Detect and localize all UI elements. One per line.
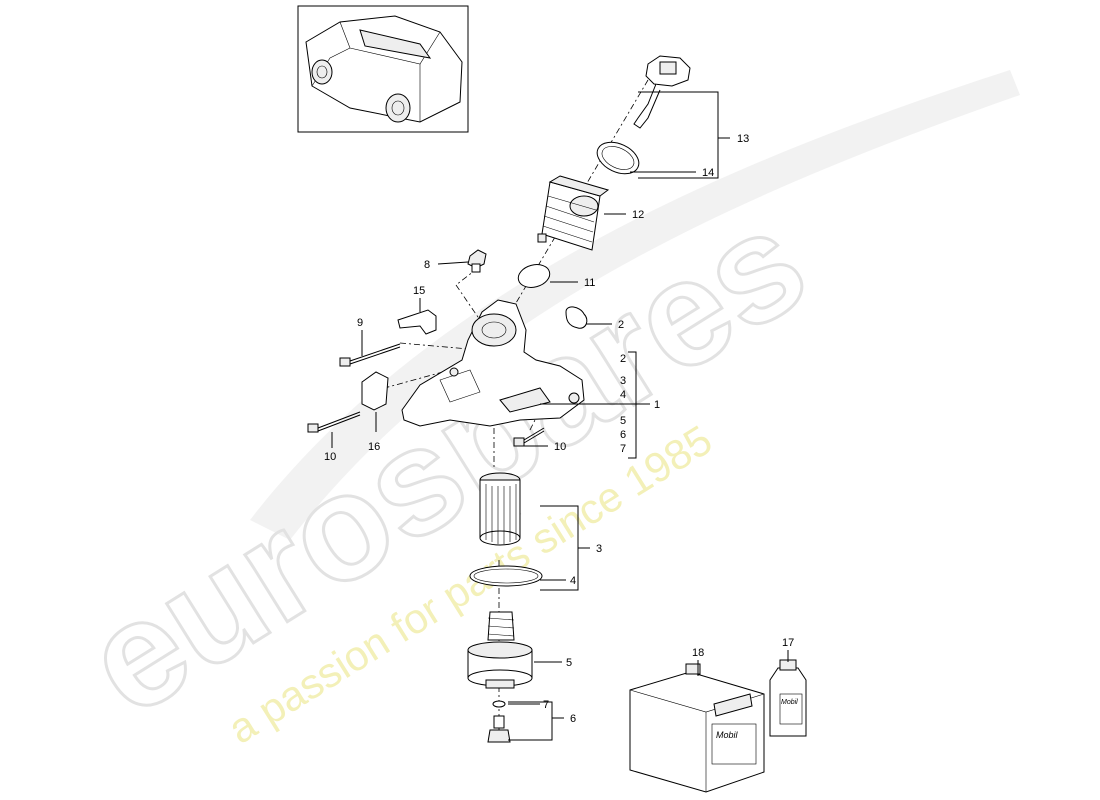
callout-16: 16: [368, 441, 380, 453]
callout-5-lower: 5: [566, 657, 572, 669]
part-9-bolt: [339, 343, 401, 367]
part-18-jerrycan: Mobil: [629, 663, 765, 793]
part-4-seal: [469, 565, 543, 587]
jerrycan-brand: Mobil: [716, 730, 739, 740]
callout-14: 14: [702, 167, 714, 179]
part-5-filter-cap: [467, 611, 533, 689]
callout-4-bracket: 4: [620, 389, 626, 401]
callout-11: 11: [584, 277, 595, 289]
callout-7-bracket: 7: [620, 443, 626, 455]
part-12-oil-cooler: [537, 175, 610, 251]
callout-7-lower: 7: [543, 699, 549, 711]
callout-9: 9: [357, 317, 363, 329]
callout-3-bracket: 3: [620, 375, 626, 387]
callout-12: 12: [632, 209, 644, 221]
callout-6-bracket: 6: [620, 429, 626, 441]
callout-5-bracket: 5: [620, 415, 626, 427]
part-6-drain-plug: [487, 715, 511, 743]
callout-2-upper: 2: [618, 319, 624, 331]
callout-18: 18: [692, 647, 704, 659]
part-15-bracket: [397, 309, 437, 335]
part-11-seal: [517, 264, 551, 288]
callout-17: 17: [782, 637, 794, 649]
part-1-housing: [401, 299, 585, 427]
callout-1: 1: [654, 399, 660, 411]
bottle-brand: Mobil: [781, 699, 798, 706]
part-16-bracket: [361, 371, 389, 411]
callout-13: 13: [737, 133, 749, 145]
callout-8: 8: [424, 259, 430, 271]
callout-10-right: 10: [554, 441, 566, 453]
callout-labels: 13 14 12 8 11 15 2 9 2 3 4 1 5 6 7 16 10…: [324, 133, 794, 725]
part-17-bottle: Mobil: [769, 659, 807, 737]
part-8-sensor: [467, 249, 487, 273]
part-13-cap: [633, 55, 691, 129]
part-10-bolt-left: [307, 411, 361, 433]
callout-6-lower: 6: [570, 713, 576, 725]
callout-4-lower: 4: [570, 575, 576, 587]
watermark-logo: eurospares: [58, 176, 833, 747]
callout-2-bracket: 2: [620, 353, 626, 365]
leader-lines: [331, 91, 789, 741]
callout-10-left: 10: [324, 451, 336, 463]
part-3-filter-element: [479, 472, 521, 546]
callout-15: 15: [413, 285, 425, 297]
part-10-bolt-right: [513, 427, 545, 447]
callout-3-lower: 3: [596, 543, 602, 555]
vehicle-thumbnail: [297, 5, 469, 133]
part-7-seal-ring: [492, 700, 506, 708]
part-14-seal: [596, 141, 640, 175]
